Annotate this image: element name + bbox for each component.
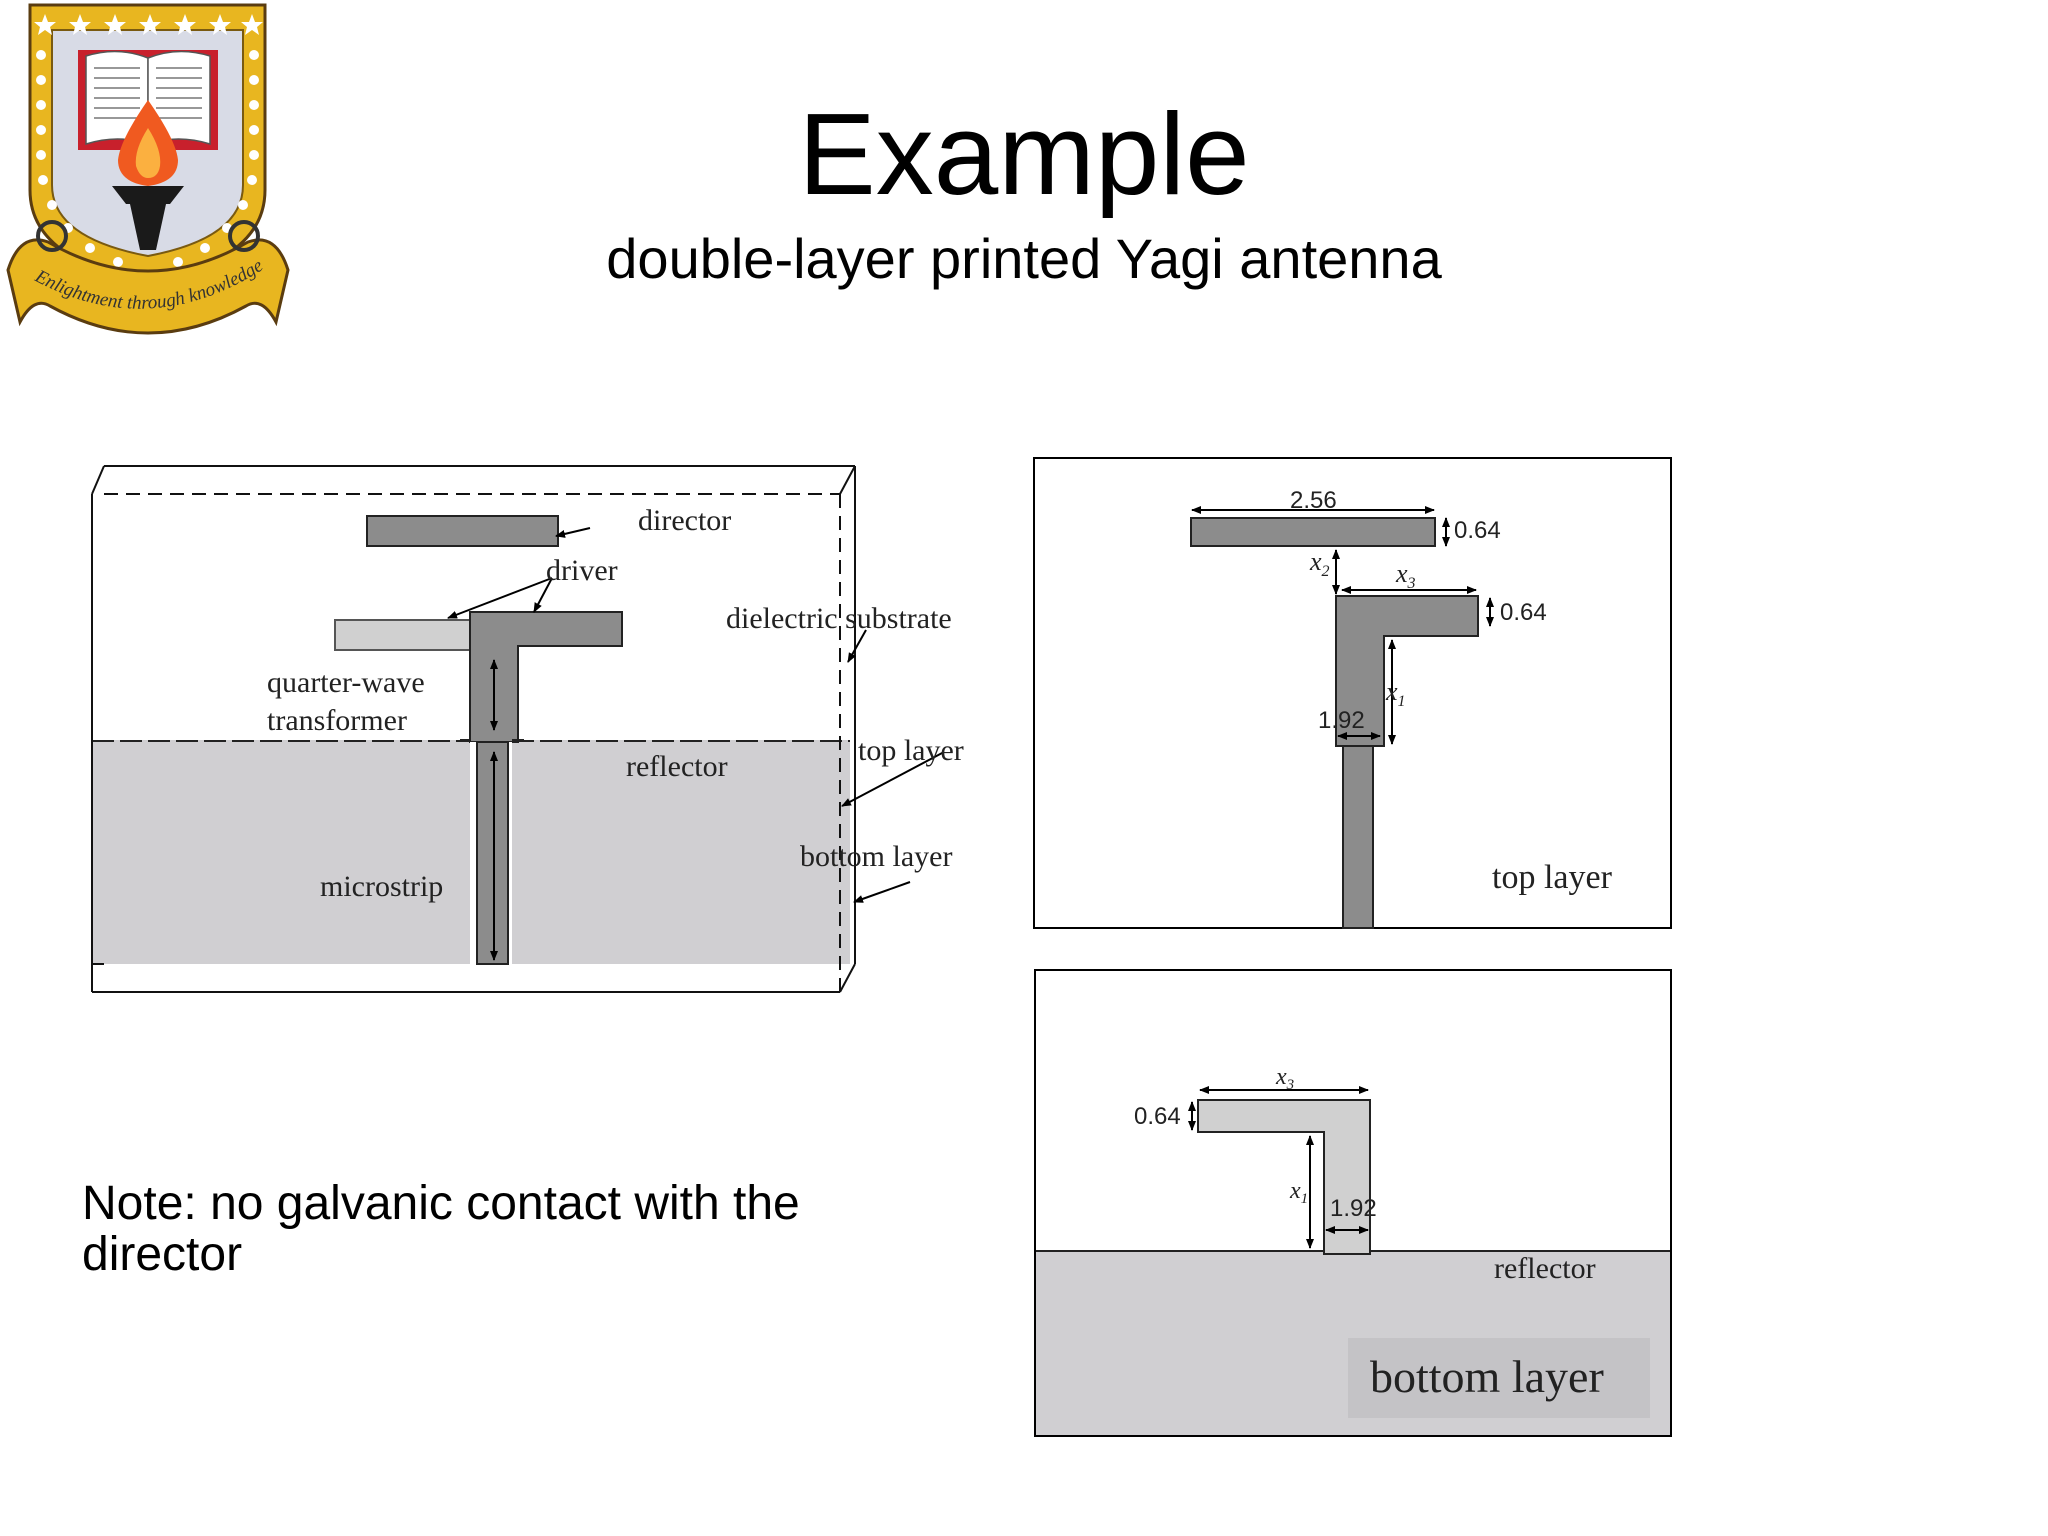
label-driver: driver <box>546 554 618 587</box>
label-dielectric-substrate: dielectric substrate <box>726 602 952 635</box>
top-dim-x3: x <box>1395 559 1408 588</box>
torch-flame-icon <box>112 100 184 250</box>
label-top-layer: top layer <box>858 734 964 767</box>
top-dim-width: 2.56 <box>1290 487 1337 514</box>
page-title: Example <box>798 89 1250 219</box>
motto-banner <box>6 238 290 335</box>
top-driver-strip <box>1335 595 1479 747</box>
top-layer-label: top layer <box>1492 859 1613 896</box>
university-crest-logo: Enlightment through knowledge <box>6 3 290 335</box>
top-dim-x3-sub: 3 <box>1407 575 1416 592</box>
label-bottom-layer: bottom layer <box>800 840 952 873</box>
top-feed-line <box>1342 745 1374 929</box>
top-dim-x1: x <box>1385 677 1398 706</box>
microstrip-line <box>476 741 509 965</box>
svg-text:x3: x3 <box>1395 559 1416 592</box>
star-row <box>34 14 263 35</box>
label-reflector: reflector <box>626 750 728 783</box>
top-director-strip <box>1190 517 1436 547</box>
top-dim-x2: x <box>1309 547 1322 576</box>
label-director: director <box>638 504 731 537</box>
top-dim-x1-sub: 1 <box>1398 693 1406 710</box>
label-transformer: transformer <box>267 704 407 737</box>
label-quarter-wave: quarter-wave <box>267 666 425 699</box>
bottom-layer-label: bottom layer <box>1370 1351 1604 1402</box>
top-dim-arm-thickness: 0.64 <box>1500 599 1547 626</box>
top-dim-director-thickness: 0.64 <box>1454 517 1501 544</box>
bottom-dim-x3: x <box>1275 1064 1287 1090</box>
bottom-reflector-label: reflector <box>1494 1252 1596 1285</box>
bottom-stub-strip <box>1197 1099 1371 1255</box>
bottom-layer-diagram: x3 0.64 x1 1.92 reflector bottom layer <box>1034 969 1672 1437</box>
svg-text:x1: x1 <box>1385 677 1406 710</box>
bottom-dim-x1: x <box>1289 1178 1301 1204</box>
bottom-dim-feed-width: 1.92 <box>1330 1195 1377 1222</box>
bottom-dim-arm-thickness: 0.64 <box>1134 1103 1181 1130</box>
svg-text:x1: x1 <box>1289 1178 1308 1207</box>
driver-strip <box>469 611 623 743</box>
top-layer-diagram: 2.56 0.64 x2 x3 0.64 x1 1.92 top layer <box>1033 457 1672 929</box>
bottom-dim-x3-sub: 3 <box>1286 1077 1295 1093</box>
label-microstrip: microstrip <box>320 870 443 903</box>
top-dim-x2-sub: 2 <box>1322 563 1330 580</box>
director-strip <box>366 515 559 547</box>
svg-text:x2: x2 <box>1309 547 1330 580</box>
bottom-dim-x1-sub: 1 <box>1301 1191 1309 1207</box>
main-3d-diagram: director driver dielectric substrate qua… <box>91 465 964 993</box>
bottom-layer-label-box <box>1348 1338 1650 1418</box>
quarter-wave-transformer <box>334 619 471 651</box>
galvanic-contact-note: Note: no galvanic contact with the direc… <box>82 1177 800 1281</box>
top-dim-feed-width: 1.92 <box>1318 707 1365 734</box>
page-subtitle: double-layer printed Yagi antenna <box>606 227 1442 290</box>
svg-text:x3: x3 <box>1275 1064 1294 1093</box>
